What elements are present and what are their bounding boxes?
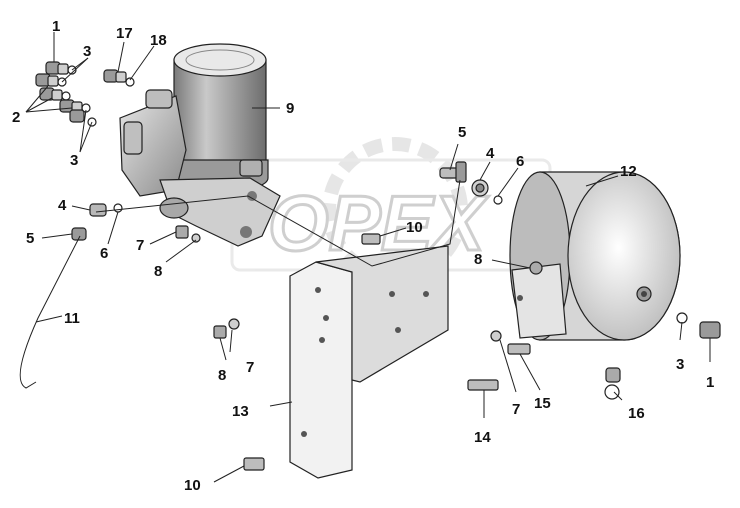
- callout-13: 13: [232, 403, 249, 420]
- callout-4-right: 4: [486, 145, 495, 162]
- callout-8-body: 8: [154, 263, 162, 280]
- mounting-bracket: [289, 245, 449, 479]
- callout-17: 17: [116, 25, 133, 42]
- callout-8-tank: 8: [474, 251, 482, 268]
- callout-10-lower: 10: [184, 477, 201, 494]
- callout-12: 12: [620, 163, 637, 180]
- pipe-line-long: [95, 179, 461, 267]
- callout-3-tank: 3: [676, 356, 684, 373]
- callout-10-upper: 10: [406, 219, 423, 236]
- callout-8-bracket: 8: [218, 367, 226, 384]
- callout-7-right: 7: [512, 401, 520, 418]
- callout-6-left: 6: [100, 245, 108, 262]
- callout-6-right: 6: [516, 153, 524, 170]
- dryer-valve-body: [119, 89, 281, 247]
- callout-18: 18: [150, 32, 167, 49]
- callout-1: 1: [52, 18, 60, 35]
- callout-5-right: 5: [458, 124, 466, 141]
- callout-14: 14: [474, 429, 491, 446]
- pipe-line: [19, 235, 81, 389]
- leader-lines: [25, 32, 711, 483]
- outlet-fittings: [439, 161, 503, 205]
- watermark-text: OPEX: [268, 179, 489, 267]
- callout-7-body: 7: [136, 237, 144, 254]
- callout-4-left: 4: [58, 197, 67, 214]
- callout-11: 11: [64, 310, 80, 327]
- hardware-small-parts: [71, 203, 721, 471]
- callout-15: 15: [534, 395, 551, 412]
- inlet-fittings: [35, 61, 135, 127]
- callout-2: 2: [12, 109, 20, 126]
- callout-9: 9: [286, 100, 294, 117]
- callout-1-tank: 1: [706, 374, 714, 391]
- callout-7-bracket: 7: [246, 359, 254, 376]
- callout-16: 16: [628, 405, 645, 422]
- callout-3-lower: 3: [70, 152, 78, 169]
- air-reservoir-tank: [509, 171, 681, 341]
- callout-3: 3: [83, 43, 91, 60]
- callout-5-left: 5: [26, 230, 34, 247]
- callout-numbers: 1 3 17 18 2 3 9 4 5 6 7 8 11 10 5 4 6 12…: [12, 18, 714, 494]
